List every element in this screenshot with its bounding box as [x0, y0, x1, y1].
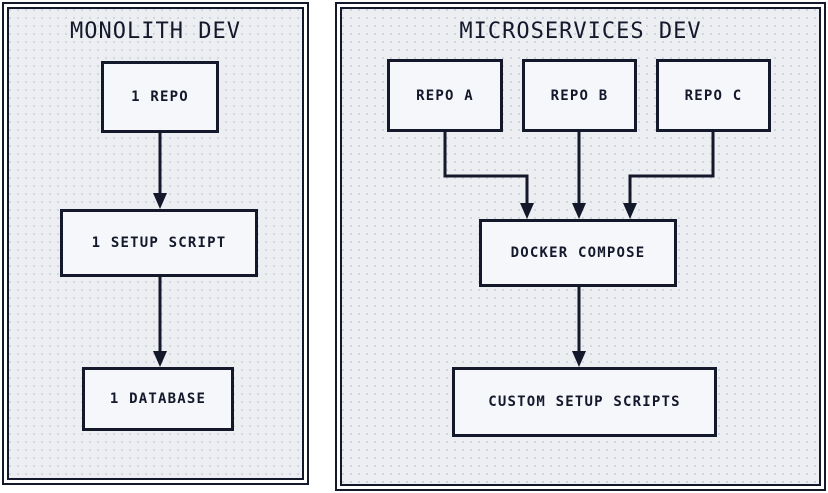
arrowhead-down-icon [520, 203, 534, 219]
node-repo-b[interactable]: REPO B [522, 59, 637, 132]
edge-repo-b-to-docker-compose [572, 132, 586, 219]
panel-monolith-dev: MONOLITH DEV 1 REPO 1 SETUP SCRIPT 1 DAT… [2, 2, 309, 485]
arrowhead-down-icon [623, 203, 637, 219]
panel-title-microservices: MICROSERVICES DEV [459, 19, 702, 44]
edge-repo-to-setup-script [153, 133, 167, 209]
panel-title-monolith: MONOLITH DEV [70, 19, 241, 44]
node-custom-setup-scripts[interactable]: CUSTOM SETUP SCRIPTS [452, 367, 717, 437]
panel-microservices-dev: MICROSERVICES DEV REPO A [335, 2, 826, 491]
edge-repo-c-to-docker-compose [623, 132, 715, 219]
node-repo-a[interactable]: REPO A [387, 59, 503, 132]
edge-setup-script-to-database [153, 277, 167, 367]
arrowhead-down-icon [572, 351, 586, 367]
arrowhead-down-icon [572, 203, 586, 219]
edge-docker-compose-to-custom-setup [572, 287, 586, 367]
node-docker-compose[interactable]: DOCKER COMPOSE [479, 219, 677, 287]
arrowhead-down-icon [153, 193, 167, 209]
node-setup-script[interactable]: 1 SETUP SCRIPT [60, 209, 258, 277]
node-database[interactable]: 1 DATABASE [82, 367, 234, 431]
arrowhead-down-icon [153, 351, 167, 367]
edge-repo-a-to-docker-compose [443, 132, 534, 219]
node-repo[interactable]: 1 REPO [101, 61, 219, 133]
node-repo-c[interactable]: REPO C [656, 59, 771, 132]
